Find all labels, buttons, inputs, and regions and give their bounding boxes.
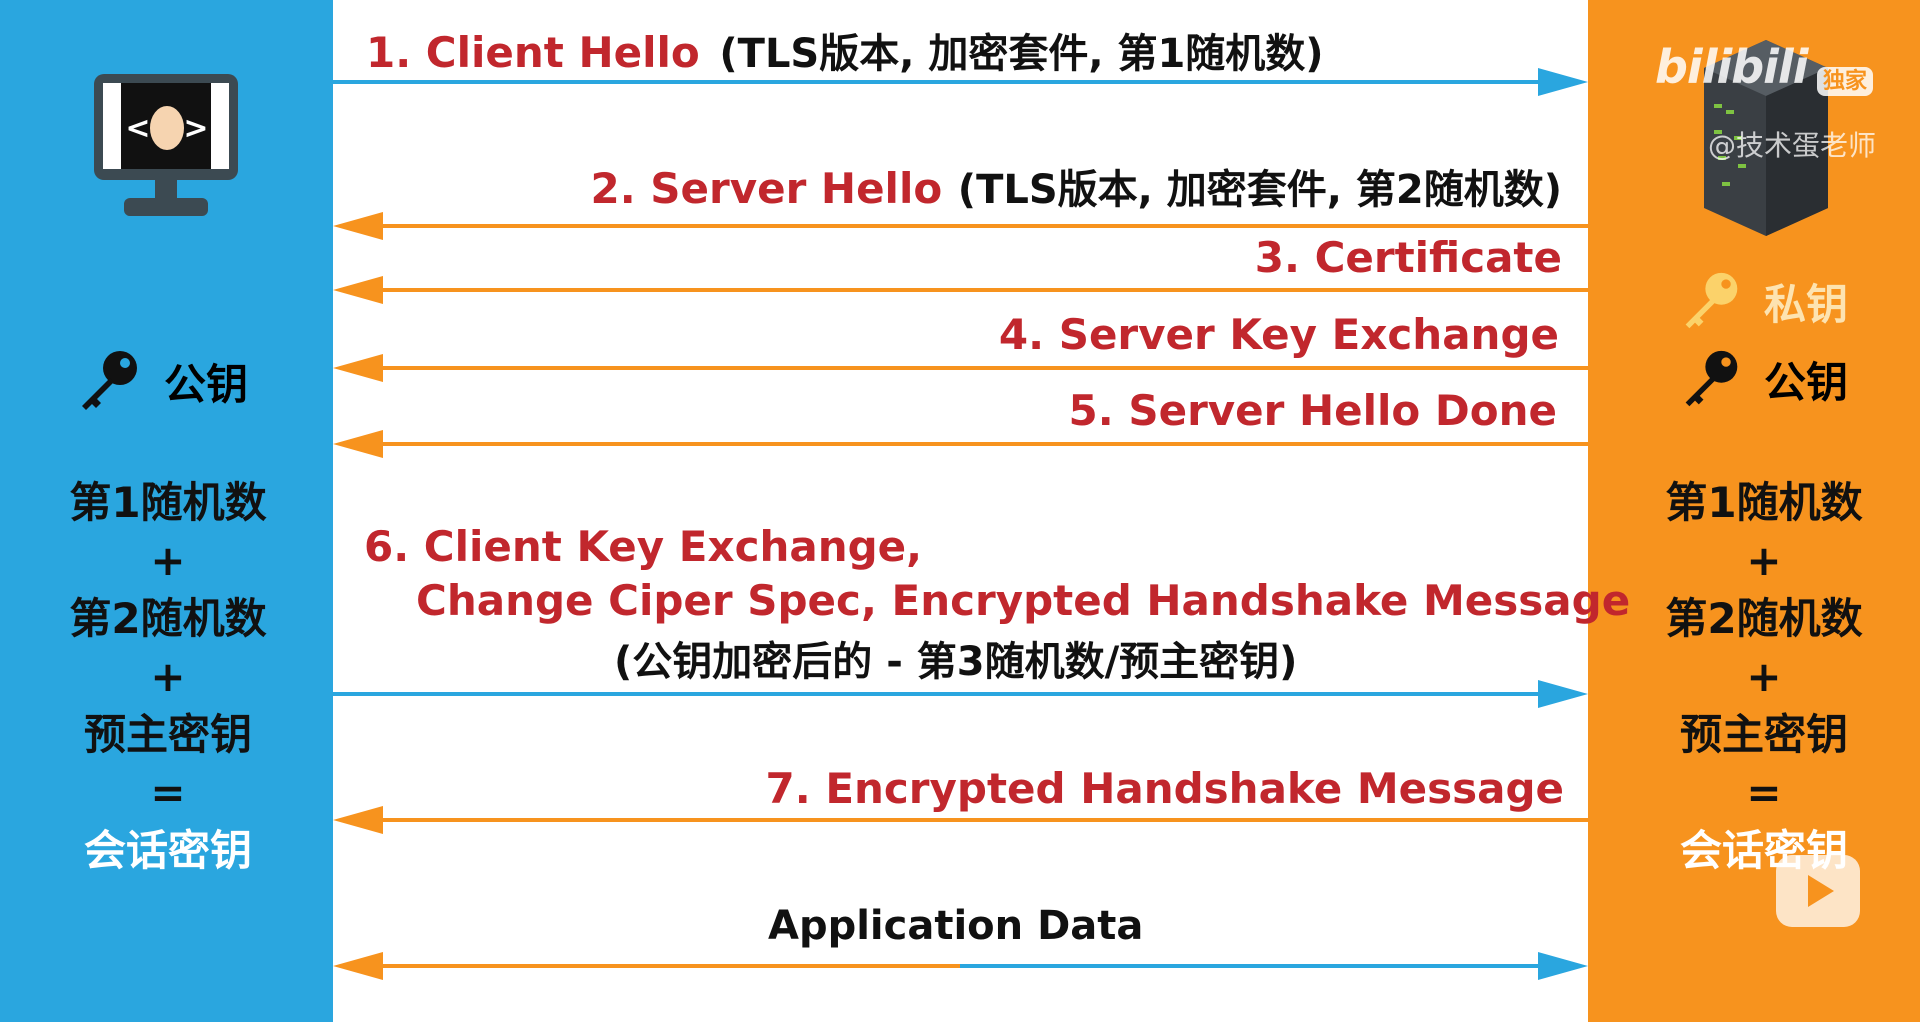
bilibili-logo-text: bilibili	[1655, 40, 1808, 94]
computer-egg-icon: < >	[94, 74, 238, 216]
message-2-detail: (TLS版本, 加密套件, 第2随机数)	[957, 167, 1562, 213]
arrowhead-left	[333, 952, 383, 980]
application-data-label: Application Data	[768, 903, 1144, 949]
message-1-detail: (TLS版本, 加密套件, 第1随机数)	[719, 31, 1324, 77]
arrowhead-right	[1538, 68, 1588, 96]
client-public-key: 公钥	[76, 348, 248, 414]
formula-equals: =	[150, 768, 186, 817]
formula-random-2: 第2随机数	[69, 594, 267, 643]
formula-random-2: 第2随机数	[1665, 594, 1863, 643]
client-key-formula: 第1随机数 + 第2随机数 + 预主密钥 = 会话密钥	[38, 474, 298, 880]
server-public-key-label: 公钥	[1764, 357, 1849, 407]
uploader-handle: @技术蛋老师	[1708, 129, 1877, 162]
svg-text:<: <	[125, 111, 150, 146]
formula-session-key: 会话密钥	[83, 826, 252, 875]
message-1: 1. Client Hello (TLS版本, 加密套件, 第1随机数)	[366, 31, 1324, 77]
formula-plus: +	[150, 652, 186, 701]
message-6-title-line2: Change Ciper Spec, Encrypted Handshake M…	[416, 576, 1631, 625]
message-6-detail: (公钥加密后的 - 第3随机数/预主密钥)	[614, 639, 1298, 685]
message-4-title: 4. Server Key Exchange	[998, 310, 1559, 359]
exclusive-badge: 独家	[1817, 66, 1874, 96]
server-public-key: 公钥	[1680, 348, 1848, 410]
formula-random-1: 第1随机数	[1665, 478, 1863, 527]
message-1-title: 1. Client Hello	[366, 28, 700, 77]
key-icon	[82, 351, 137, 410]
message-6-title-line1: 6. Client Key Exchange,	[364, 522, 923, 571]
message-2: 2. Server Hello (TLS版本, 加密套件, 第2随机数)	[590, 167, 1562, 213]
server-private-key: 私钥	[1680, 270, 1848, 332]
formula-random-1: 第1随机数	[69, 478, 267, 527]
private-key-icon	[1685, 272, 1738, 329]
message-7-title: 7. Encrypted Handshake Message	[765, 764, 1564, 813]
formula-premaster-key: 预主密钥	[1679, 710, 1848, 759]
key-icon	[1685, 350, 1738, 407]
arrowhead-left	[333, 430, 383, 458]
arrowhead-right	[1538, 952, 1588, 980]
arrowhead-right	[1538, 680, 1588, 708]
formula-equals: =	[1746, 768, 1782, 817]
formula-premaster-key: 预主密钥	[83, 710, 252, 759]
arrowhead-left	[333, 806, 383, 834]
message-3-title: 3. Certificate	[1254, 233, 1562, 282]
formula-plus: +	[1746, 536, 1782, 585]
arrowhead-left	[333, 212, 383, 240]
formula-plus: +	[150, 536, 186, 585]
message-5-title: 5. Server Hello Done	[1068, 386, 1557, 435]
arrowhead-left	[333, 276, 383, 304]
arrowhead-left	[333, 354, 383, 382]
message-2-title: 2. Server Hello	[590, 164, 943, 213]
play-button-icon[interactable]	[1776, 855, 1860, 927]
formula-plus: +	[1746, 652, 1782, 701]
bilibili-watermark: bilibili 独家	[1655, 40, 1885, 96]
client-public-key-label: 公钥	[164, 359, 249, 409]
svg-text:>: >	[183, 111, 208, 146]
server-rack-icon	[1704, 40, 1828, 236]
server-private-key-label: 私钥	[1764, 279, 1849, 329]
